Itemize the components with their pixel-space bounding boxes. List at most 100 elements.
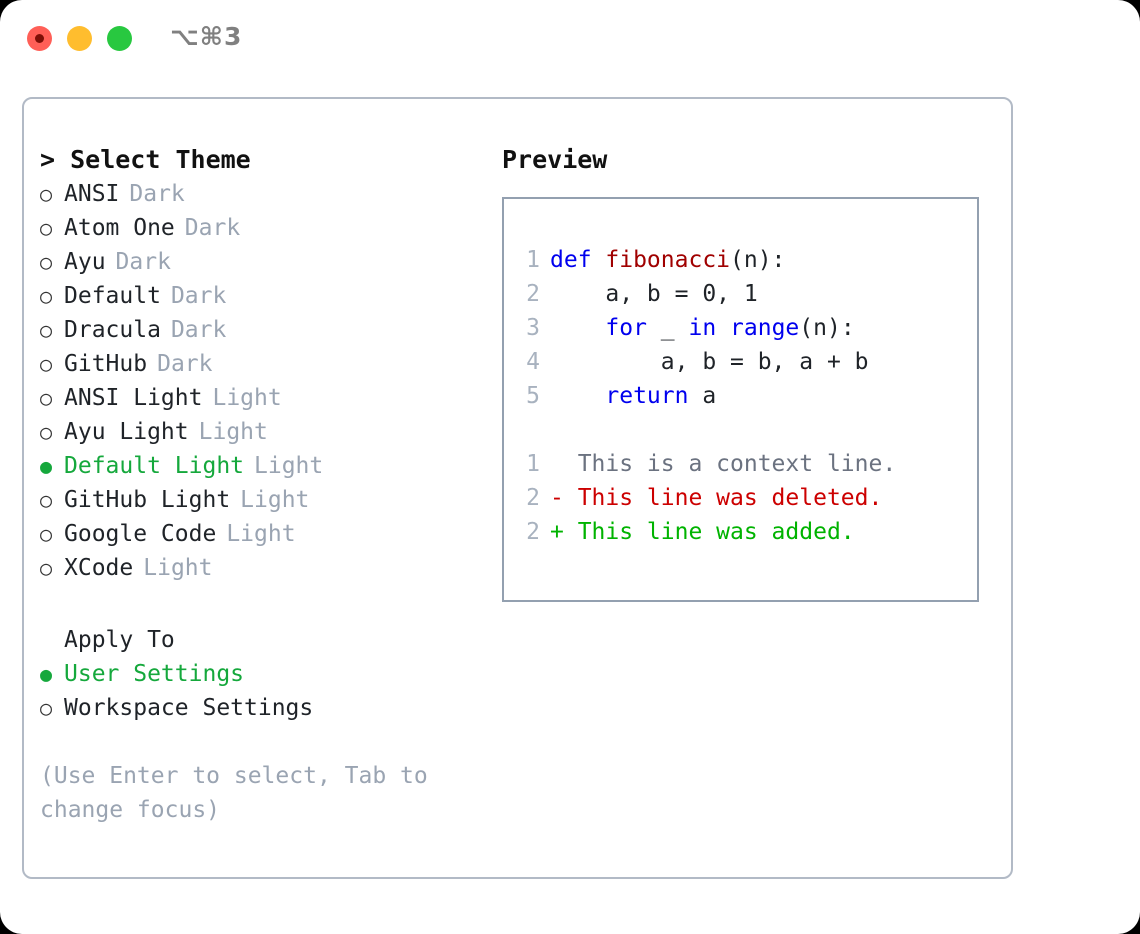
code-token: in bbox=[688, 315, 717, 341]
theme-option-label: Ayu bbox=[64, 249, 106, 275]
code-line: 5 return a bbox=[504, 379, 977, 413]
diff-line-number: 2 bbox=[526, 519, 540, 545]
radio-unselected-icon: ○ bbox=[40, 182, 53, 206]
code-line: 1 def fibonacci(n): bbox=[504, 243, 977, 277]
diff-line: 1 This is a context line. bbox=[504, 447, 977, 481]
theme-option-label: ANSI bbox=[64, 181, 120, 207]
code-line-text: return a bbox=[550, 379, 716, 413]
theme-option-label: Default bbox=[64, 283, 161, 309]
theme-option-tag: Light bbox=[240, 487, 310, 513]
code-line-number: 2 bbox=[526, 281, 540, 307]
radio-unselected-icon: ○ bbox=[40, 420, 53, 444]
theme-option-tag: Dark bbox=[184, 215, 241, 241]
theme-option-tag: Light bbox=[143, 555, 213, 581]
radio-unselected-icon: ○ bbox=[40, 522, 53, 546]
theme-option-label: Atom One bbox=[64, 215, 175, 241]
traffic-lights bbox=[27, 26, 132, 51]
theme-option-tag: Light bbox=[226, 521, 296, 547]
theme-option-tag: Dark bbox=[157, 351, 213, 377]
theme-option-label: Google Code bbox=[64, 521, 217, 547]
radio-unselected-icon: ○ bbox=[40, 488, 53, 512]
code-token: return bbox=[605, 383, 689, 409]
code-token bbox=[716, 315, 730, 341]
theme-option-tag: Light bbox=[254, 453, 324, 479]
code-line-number: 3 bbox=[526, 315, 540, 341]
code-line-number: 1 bbox=[526, 247, 540, 273]
radio-unselected-icon: ○ bbox=[40, 216, 53, 240]
close-button-icon[interactable] bbox=[27, 26, 52, 51]
theme-option[interactable]: ○ Atom One Dark bbox=[40, 211, 480, 245]
keyboard-hint: (Use Enter to select, Tab to change focu… bbox=[40, 763, 428, 823]
code-token bbox=[550, 383, 605, 409]
code-line-text: for _ in range(n): bbox=[550, 311, 855, 345]
hint-spacer bbox=[40, 725, 480, 759]
diff-line-number: 1 bbox=[526, 451, 540, 477]
code-token: (n): bbox=[799, 315, 855, 341]
theme-option-tag: Dark bbox=[115, 249, 171, 275]
theme-option-label: Ayu Light bbox=[64, 419, 189, 445]
maximize-button-icon[interactable] bbox=[107, 26, 132, 51]
code-token: a bbox=[688, 383, 717, 409]
theme-option-label: GitHub Light bbox=[64, 487, 231, 513]
diff-line: 2- This line was deleted. bbox=[504, 481, 977, 515]
code-token: def bbox=[550, 247, 606, 273]
radio-unselected-icon: ○ bbox=[40, 318, 53, 342]
code-line-number: 5 bbox=[526, 383, 540, 409]
radio-unselected-icon: ○ bbox=[40, 556, 53, 580]
theme-option[interactable]: ● Default Light Light bbox=[40, 449, 480, 483]
radio-unselected-icon: ○ bbox=[40, 250, 53, 274]
apply-to-option-label: Workspace Settings bbox=[64, 695, 314, 721]
diff-line-text: This is a context line. bbox=[550, 451, 897, 477]
theme-option[interactable]: ○ Ayu Dark bbox=[40, 245, 480, 279]
minimize-button-icon[interactable] bbox=[67, 26, 92, 51]
title-bar: ⌥⌘3 bbox=[0, 0, 1140, 78]
code-line-text: def fibonacci(n): bbox=[550, 243, 785, 277]
code-diff-separator bbox=[504, 413, 977, 447]
radio-unselected-icon: ○ bbox=[40, 696, 53, 720]
apply-to-option[interactable]: ● User Settings bbox=[40, 657, 480, 691]
diff-line: 2+ This line was added. bbox=[504, 515, 977, 549]
apply-to-option-label: User Settings bbox=[64, 661, 245, 687]
code-token: a, b = b, a + b bbox=[550, 349, 869, 375]
code-token: range bbox=[730, 315, 800, 341]
code-token bbox=[550, 315, 605, 341]
theme-option-tag: Light bbox=[198, 419, 268, 445]
code-token: fibonacci bbox=[605, 247, 731, 273]
radio-selected-icon: ● bbox=[40, 454, 53, 478]
code-line: 2 a, b = 0, 1 bbox=[504, 277, 977, 311]
diff-sample: 1 This is a context line.2- This line wa… bbox=[504, 447, 977, 549]
radio-unselected-icon: ○ bbox=[40, 386, 53, 410]
code-token: a, b = 0, 1 bbox=[550, 281, 758, 307]
theme-option[interactable]: ○ Dracula Dark bbox=[40, 313, 480, 347]
radio-selected-icon: ● bbox=[40, 662, 53, 686]
list-spacer bbox=[40, 585, 480, 623]
apply-to-header: Apply To bbox=[64, 627, 175, 653]
select-theme-header: > Select Theme bbox=[40, 145, 251, 174]
theme-option[interactable]: ○ Google Code Light bbox=[40, 517, 480, 551]
theme-option-label: Dracula bbox=[64, 317, 161, 343]
theme-option-tag: Light bbox=[212, 385, 282, 411]
diff-line-text: - This line was deleted. bbox=[550, 485, 883, 511]
theme-option-tag: Dark bbox=[170, 317, 227, 343]
keyboard-shortcut-label: ⌥⌘3 bbox=[170, 22, 243, 51]
code-line-number: 4 bbox=[526, 349, 540, 375]
theme-option[interactable]: ○ Ayu Light Light bbox=[40, 415, 480, 449]
theme-option-label: GitHub bbox=[64, 351, 148, 377]
theme-option-label: Default Light bbox=[64, 453, 245, 479]
code-token: _ bbox=[646, 315, 689, 341]
code-line-text: a, b = b, a + b bbox=[550, 345, 869, 379]
code-line-text: a, b = 0, 1 bbox=[550, 277, 758, 311]
apply-to-option[interactable]: ○ Workspace Settings bbox=[40, 691, 480, 725]
theme-option[interactable]: ○ GitHub Light Light bbox=[40, 483, 480, 517]
